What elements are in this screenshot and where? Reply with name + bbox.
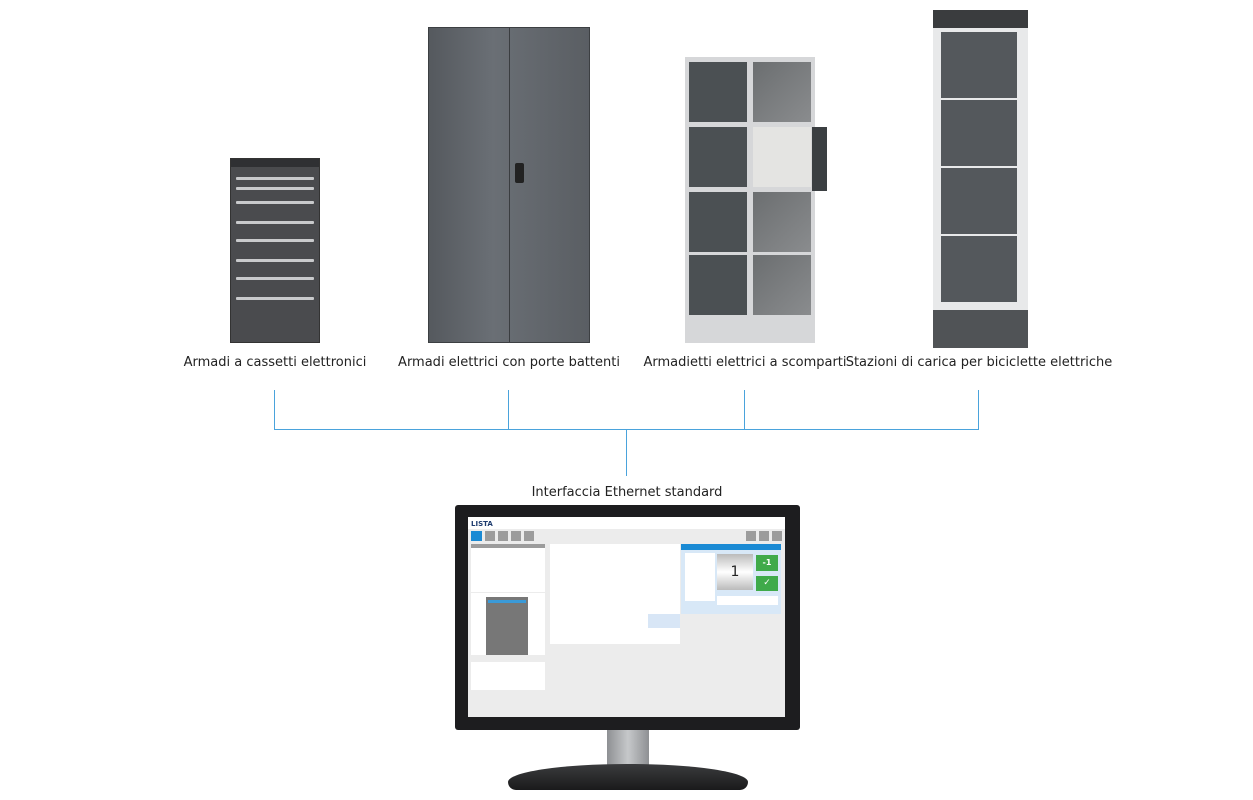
bike-charging-station-image — [933, 10, 1028, 348]
article-grid[interactable] — [550, 544, 680, 644]
toolbar-button[interactable] — [498, 531, 508, 541]
toolbar-button[interactable] — [511, 531, 521, 541]
product-label-bike-stations: Stazioni di carica per biciclette elettr… — [845, 355, 1113, 370]
decrement-button[interactable]: -1 — [756, 555, 778, 571]
overview-panel — [471, 544, 545, 592]
toolbar-button[interactable] — [759, 531, 769, 541]
software-screen: LISTA 1 -1 ✓ — [468, 517, 785, 717]
shelf-panel — [471, 662, 545, 690]
toolbar-button[interactable] — [485, 531, 495, 541]
toolbar-button[interactable] — [524, 531, 534, 541]
connector-line — [744, 390, 745, 430]
lista-logo: LISTA — [471, 520, 493, 528]
comment-input[interactable] — [717, 596, 778, 605]
locker-cabinet-image — [685, 57, 815, 343]
monitor-stand — [508, 764, 748, 790]
toolbar-button[interactable] — [772, 531, 782, 541]
connector-line — [978, 390, 979, 430]
check-icon: ✓ — [763, 578, 771, 588]
interface-label: Interfaccia Ethernet standard — [531, 485, 723, 500]
product-label-lockers: Armadietti elettrici a scomparti — [643, 355, 847, 370]
selected-article[interactable] — [648, 614, 680, 628]
quantity-display: 1 — [717, 554, 753, 590]
confirm-button[interactable]: ✓ — [756, 576, 778, 591]
product-label-swing-door-cabinets: Armadi elettrici con porte battenti — [398, 355, 620, 370]
connector-trunk — [626, 429, 627, 476]
open-locker-door — [812, 127, 827, 191]
connector-line — [274, 390, 275, 430]
product-label-drawer-cabinets: Armadi a cassetti elettronici — [183, 355, 367, 370]
toolbar-button[interactable] — [471, 531, 482, 541]
swing-door-cabinet-image — [428, 27, 590, 343]
drawer-cabinet-image — [230, 158, 320, 343]
toolbar-button[interactable] — [746, 531, 756, 541]
connector-line — [508, 390, 509, 430]
monitor-neck — [607, 730, 649, 768]
